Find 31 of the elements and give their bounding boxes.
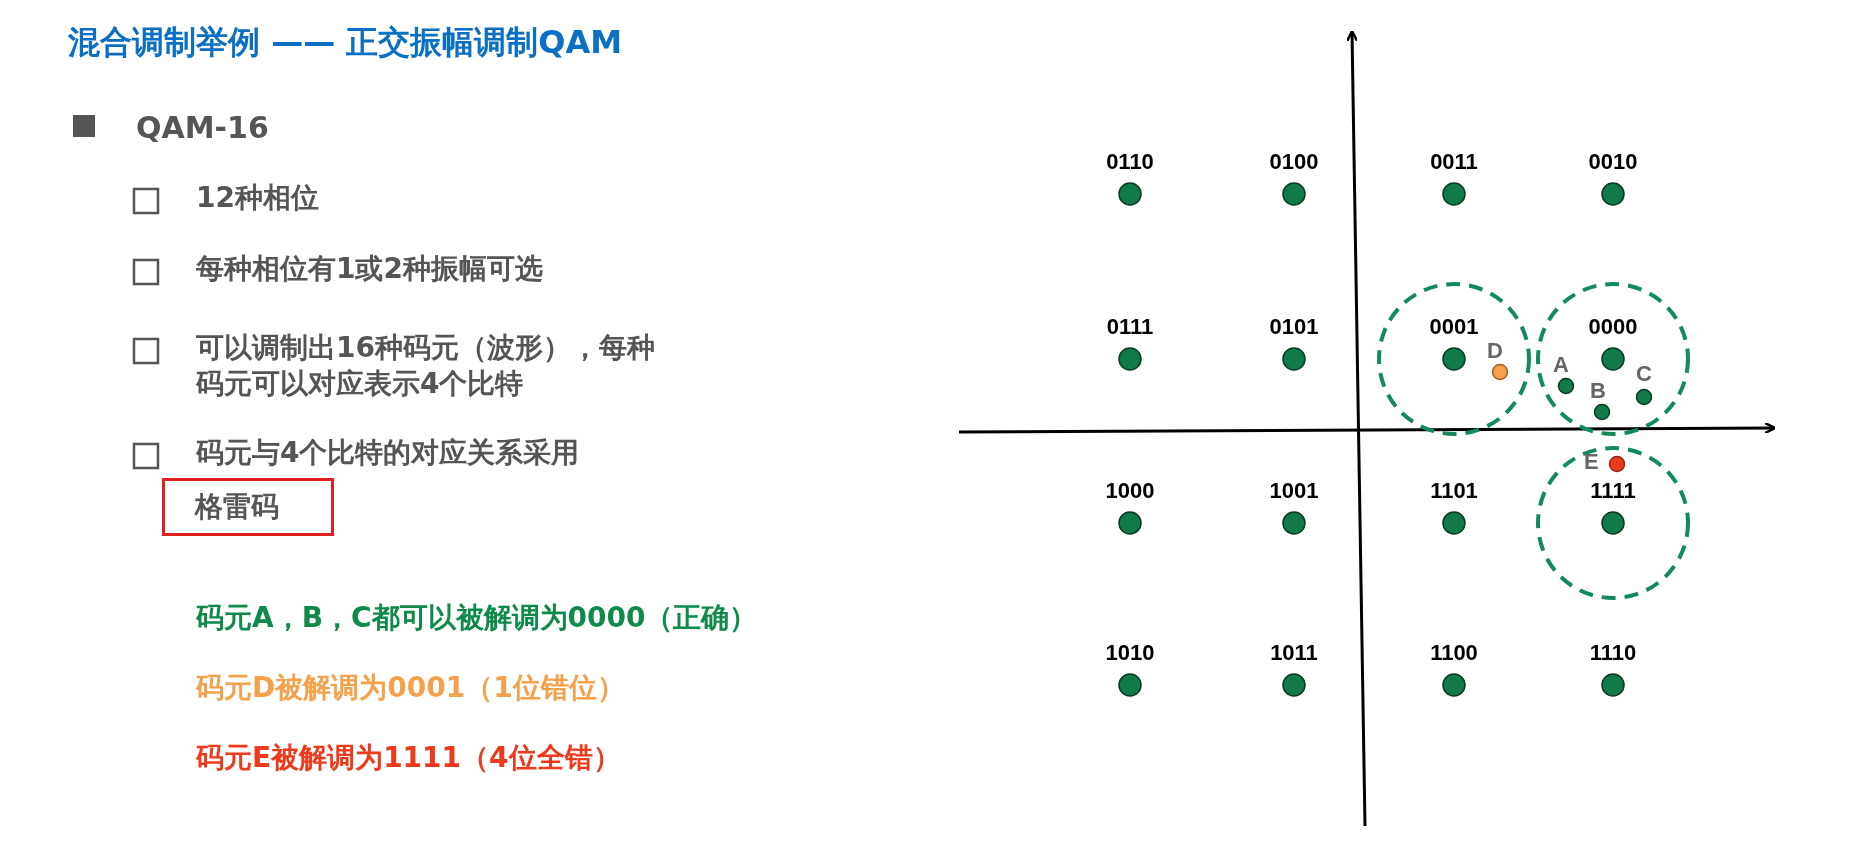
bit-label: 0011 xyxy=(1429,148,1479,176)
bullet-text: 可以调制出16种码元（波形），每种码元可以对应表示4个比特 xyxy=(196,330,656,403)
point-letter: E xyxy=(1584,448,1599,476)
bit-label: 1011 xyxy=(1269,639,1319,667)
bit-label: 0001 xyxy=(1428,313,1480,341)
bullet-text: 12种相位 xyxy=(196,180,319,216)
bit-label: 0111 xyxy=(1105,313,1155,341)
bullet-text: 每种相位有1或2种振幅可选 xyxy=(196,251,543,287)
bit-label: 0110 xyxy=(1105,148,1155,176)
bit-label: 1101 xyxy=(1429,477,1479,505)
point-letter: D xyxy=(1487,337,1503,365)
bit-label: 1111 xyxy=(1589,477,1637,505)
slide-title: 混合调制举例 —— 正交振幅调制QAM xyxy=(68,22,623,63)
bullet-text: 码元与4个比特的对应关系采用 xyxy=(196,435,580,471)
bit-label: 1110 xyxy=(1588,639,1638,667)
point-letter: A xyxy=(1553,351,1569,379)
result-note: 码元D被解调为0001（1位错位） xyxy=(196,670,625,706)
bit-label: 1010 xyxy=(1104,639,1156,667)
point-letter: B xyxy=(1590,377,1606,405)
bit-label: 1000 xyxy=(1104,477,1156,505)
bit-label: 0101 xyxy=(1268,313,1320,341)
bit-label: 1001 xyxy=(1268,477,1320,505)
bit-label: 0100 xyxy=(1268,148,1320,176)
result-note: 码元A，B，C都可以被解调为0000（正确） xyxy=(196,600,758,636)
result-note: 码元E被解调为1111（4位全错） xyxy=(196,740,621,776)
bit-label: 1100 xyxy=(1429,639,1479,667)
bit-label: 0010 xyxy=(1587,148,1639,176)
bit-label: 0000 xyxy=(1587,313,1639,341)
bullet-heading: QAM-16 xyxy=(136,109,269,147)
point-letter: C xyxy=(1636,360,1652,388)
highlight-box: 格雷码 xyxy=(162,478,334,536)
